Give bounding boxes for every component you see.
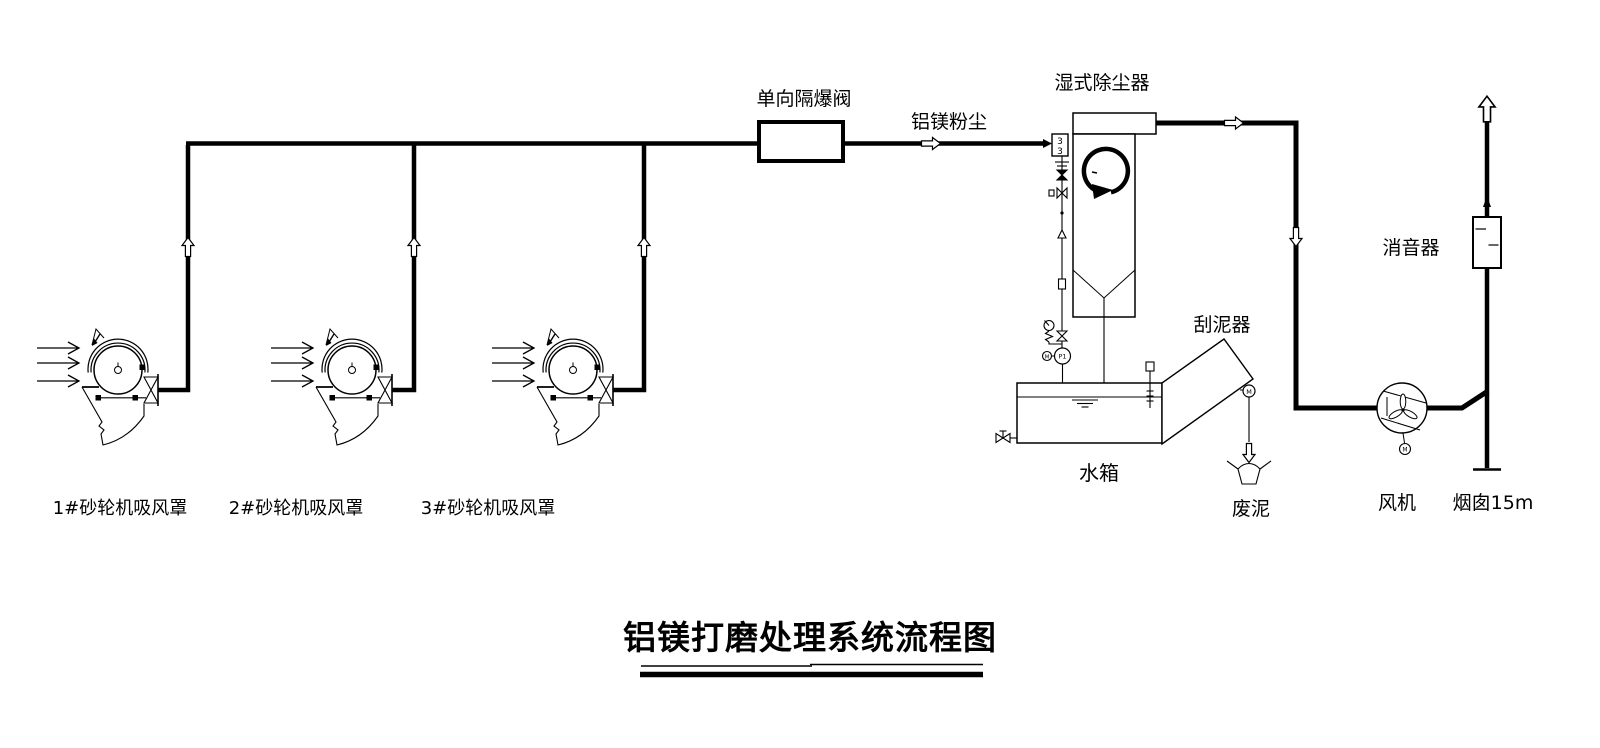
fan-impeller-icon (1388, 393, 1418, 420)
label-muffler: 消音器 (1382, 237, 1439, 259)
spray-nozzle-glyph: 3 (1057, 147, 1063, 157)
label-chimney: 烟囱15m (1453, 492, 1534, 514)
label-check-valve: 单向隔爆阀 (756, 88, 851, 110)
flow-arrow-right-icon (1223, 116, 1245, 130)
sludge-arrow-down-icon (1242, 442, 1256, 464)
title-block: 铝镁打磨处理系统流程图 (623, 618, 997, 678)
label-dust-stream: 铝镁粉尘 (911, 111, 987, 133)
chimney-stack (1472, 95, 1502, 471)
circulation-pump: P1 M (1041, 347, 1072, 365)
spray-nozzle-glyph: 3 (1057, 137, 1063, 147)
water-level-icon (1072, 399, 1098, 408)
label-fan: 风机 (1378, 492, 1416, 514)
riser-duct-1 (158, 145, 191, 393)
stack-flow-arrowhead-icon (1483, 196, 1491, 207)
flow-arrow-up-icon (637, 236, 651, 258)
fan-motor-tag: M (1402, 447, 1407, 454)
water-tank (995, 361, 1163, 444)
grinder-hood-1 (36, 328, 159, 446)
cyclone-arrowhead-icon (1092, 184, 1113, 199)
scrubber-header (1072, 112, 1157, 135)
scraper-motor-tag: M (1246, 388, 1252, 396)
label-hood2: 2#砂轮机吸风罩 (229, 498, 364, 519)
wet-scrubber: 3 3 (1051, 112, 1157, 423)
muffler (1472, 216, 1502, 269)
label-scraper: 刮泥器 (1193, 314, 1250, 336)
scrubber-inlet-box (1051, 133, 1069, 157)
label-hood1: 1#砂轮机吸风罩 (53, 498, 188, 519)
spray-water-line (1043, 156, 1069, 416)
flow-arrow-right-icon (920, 136, 942, 151)
cyclone-swirl-icon (1081, 146, 1131, 195)
grinder-hood-2 (270, 328, 393, 446)
fan-motor-icon (1398, 442, 1412, 456)
level-gauge-icon (1145, 361, 1155, 408)
flow-arrow-up-icon (407, 236, 421, 258)
exhaust-fan: M (1376, 382, 1428, 456)
riser-duct-2 (392, 145, 417, 393)
pump-motor-icon (1041, 350, 1053, 362)
labels: 1#砂轮机吸风罩 2#砂轮机吸风罩 3#砂轮机吸风罩 单向隔爆阀 铝镁粉尘 湿式… (53, 72, 1534, 520)
sludge-scraper: M (1161, 338, 1272, 485)
label-waste-sludge: 废泥 (1232, 498, 1270, 520)
label-water-tank: 水箱 (1079, 461, 1119, 485)
label-hood3: 3#砂轮机吸风罩 (421, 498, 556, 519)
flow-arrow-down-icon (1289, 226, 1303, 248)
drain-valve-icon (995, 430, 1017, 444)
inlet-arrowhead-icon (1043, 139, 1052, 148)
flow-arrow-up-icon (181, 236, 195, 258)
explosion-isolation-valve (757, 120, 845, 163)
diagram-title: 铝镁打磨处理系统流程图 (623, 618, 997, 657)
pump-tag: P1 (1058, 353, 1066, 361)
riser-duct-3 (613, 145, 647, 393)
grinder-hood-3 (491, 328, 614, 446)
label-scrubber: 湿式除尘器 (1054, 72, 1149, 94)
fan-outlet-duct (1427, 388, 1490, 411)
stack-exit-arrow-icon (1478, 95, 1496, 123)
waste-sludge-container (1226, 460, 1272, 485)
pump-motor-tag: M (1045, 354, 1050, 360)
